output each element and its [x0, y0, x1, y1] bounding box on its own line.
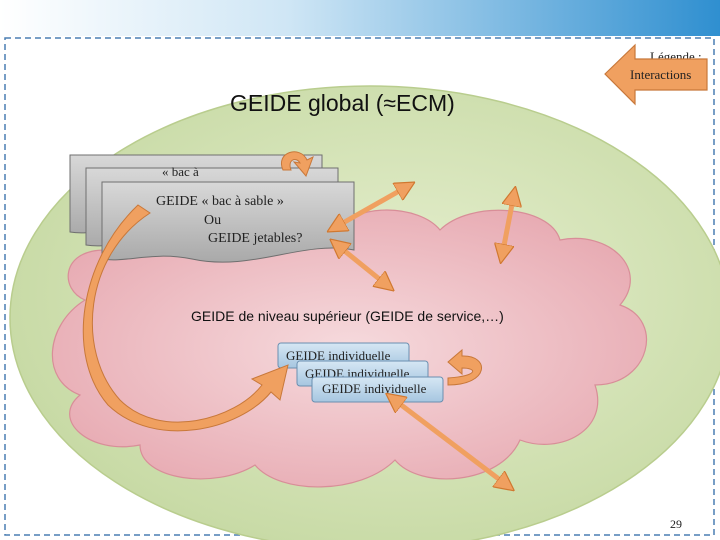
- sandbox-to-individual-arrow: [82, 204, 289, 432]
- sandbox-loop-arrow: [280, 151, 314, 177]
- individual-card-3-label: GEIDE individuelle: [322, 381, 427, 396]
- sandbox-back-label-1: « bac à: [162, 164, 199, 179]
- sandbox-front-line-1: GEIDE « bac à sable »: [156, 194, 284, 209]
- interaction-arrow-4: [392, 398, 508, 486]
- individual-card-1-label: GEIDE individuelle: [286, 348, 391, 363]
- interaction-arrow-2: [502, 194, 514, 256]
- interaction-arrow-1: [334, 186, 408, 228]
- legend-arrow-shape: [604, 43, 708, 106]
- sandbox-front-line-2: Ou: [204, 213, 221, 228]
- page-number: 29: [670, 517, 682, 531]
- sandbox-front-line-3: GEIDE jetables?: [208, 231, 302, 246]
- interaction-arrow-3: [336, 244, 388, 286]
- individual-loop-arrow: [447, 348, 483, 386]
- legend-interactions-label: Interactions: [630, 67, 691, 82]
- slide-title: GEIDE global (≈ECM): [230, 90, 455, 116]
- service-level-label: GEIDE de niveau supérieur (GEIDE de serv…: [191, 308, 504, 324]
- header-band: [0, 0, 720, 36]
